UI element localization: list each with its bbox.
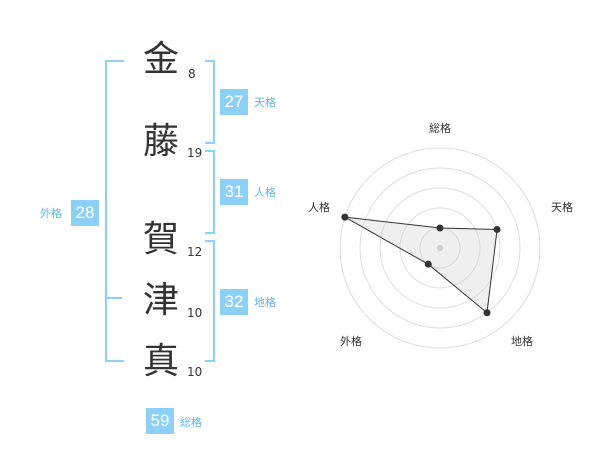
gaikaku-bracket bbox=[105, 60, 124, 362]
tenkaku-label: 天格 bbox=[254, 96, 276, 109]
chikaku-bracket bbox=[205, 240, 215, 362]
radar-grid-ring bbox=[339, 147, 541, 349]
stroke-count-1: 8 bbox=[188, 67, 196, 81]
name-char-3: 賀 bbox=[143, 219, 180, 260]
gaikaku-value: 28 bbox=[71, 200, 99, 226]
chikaku-value: 32 bbox=[220, 289, 248, 315]
radar-shape bbox=[344, 216, 498, 314]
stroke-count-2: 19 bbox=[187, 146, 203, 160]
tenkaku-bracket bbox=[205, 60, 215, 144]
radar-axis-label-chikaku: 地格 bbox=[511, 335, 533, 348]
radar-grid bbox=[339, 147, 541, 349]
name-char-4: 津 bbox=[143, 280, 180, 321]
chikaku-label: 地格 bbox=[254, 296, 276, 309]
jinkaku-value: 31 bbox=[220, 179, 248, 205]
radar-point-3 bbox=[483, 309, 491, 317]
radar-center bbox=[437, 245, 443, 251]
radar-point-1 bbox=[436, 224, 444, 232]
radar-points bbox=[341, 213, 501, 317]
name-char-2: 藤 bbox=[143, 121, 180, 162]
soukaku-label: 総格 bbox=[180, 416, 202, 429]
gaikaku-bracket-tick bbox=[107, 297, 122, 299]
jinkaku-bracket bbox=[205, 150, 215, 234]
name-char-1: 金 bbox=[143, 39, 180, 80]
radar-axis-label-tenkaku: 天格 bbox=[551, 201, 573, 214]
stroke-count-3: 12 bbox=[187, 245, 203, 259]
radar-series-polygon bbox=[344, 216, 498, 314]
radar-axis-label-gaikaku: 外格 bbox=[340, 335, 362, 348]
radar-grid-ring bbox=[359, 167, 521, 329]
gaikaku-label: 外格 bbox=[40, 207, 62, 220]
radar-grid-ring bbox=[379, 187, 501, 309]
tenkaku-value: 27 bbox=[220, 89, 248, 115]
stroke-count-5: 10 bbox=[187, 365, 203, 379]
name-char-5: 真 bbox=[143, 341, 180, 382]
stroke-count-4: 10 bbox=[187, 306, 203, 320]
radar-point-4 bbox=[424, 260, 432, 268]
radar-point-2 bbox=[493, 225, 501, 233]
soukaku-value: 59 bbox=[146, 408, 174, 434]
radar-axis-label-jinkaku: 人格 bbox=[308, 201, 330, 214]
radar-point-5 bbox=[341, 213, 349, 221]
jinkaku-label: 人格 bbox=[254, 186, 276, 199]
radar-axis-label-soukaku: 総格 bbox=[429, 122, 451, 135]
